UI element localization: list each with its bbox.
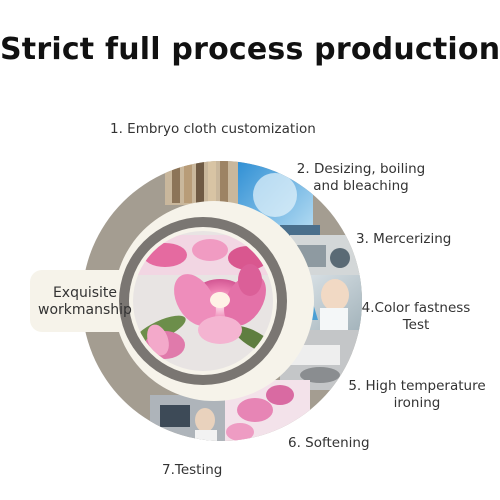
center-label-line-1: Exquisite [52, 285, 118, 301]
step-label-5: 5. High temperature ironing [342, 378, 492, 412]
step-label-4: 4.Color fastness Test [359, 300, 473, 334]
step-label-5-line-1: 5. High temperature [348, 378, 486, 394]
step-label-1: 1. Embryo cloth customization [110, 121, 316, 137]
step-label-7: 7.Testing [162, 462, 223, 478]
step-label-4-line-1: 4.Color fastness [361, 300, 471, 316]
step-label-2: 2. Desizing, boiling and bleaching [293, 161, 429, 195]
center-label-tab [30, 270, 140, 332]
center-flower-image [133, 231, 273, 371]
step-label-2-line-1: 2. Desizing, boiling [296, 161, 426, 177]
step-label-4-line-2: Test [402, 317, 430, 333]
step-label-5-line-2: ironing [393, 395, 441, 411]
step-label-6: 6. Softening [288, 435, 370, 451]
center-label: Exquisite workmanship [36, 285, 134, 319]
step-label-3: 3. Mercerizing [356, 231, 452, 247]
page-title: Strict full process production [0, 32, 500, 67]
step-label-2-line-2: and bleaching [313, 178, 409, 194]
center-label-line-2: workmanship [38, 302, 132, 318]
